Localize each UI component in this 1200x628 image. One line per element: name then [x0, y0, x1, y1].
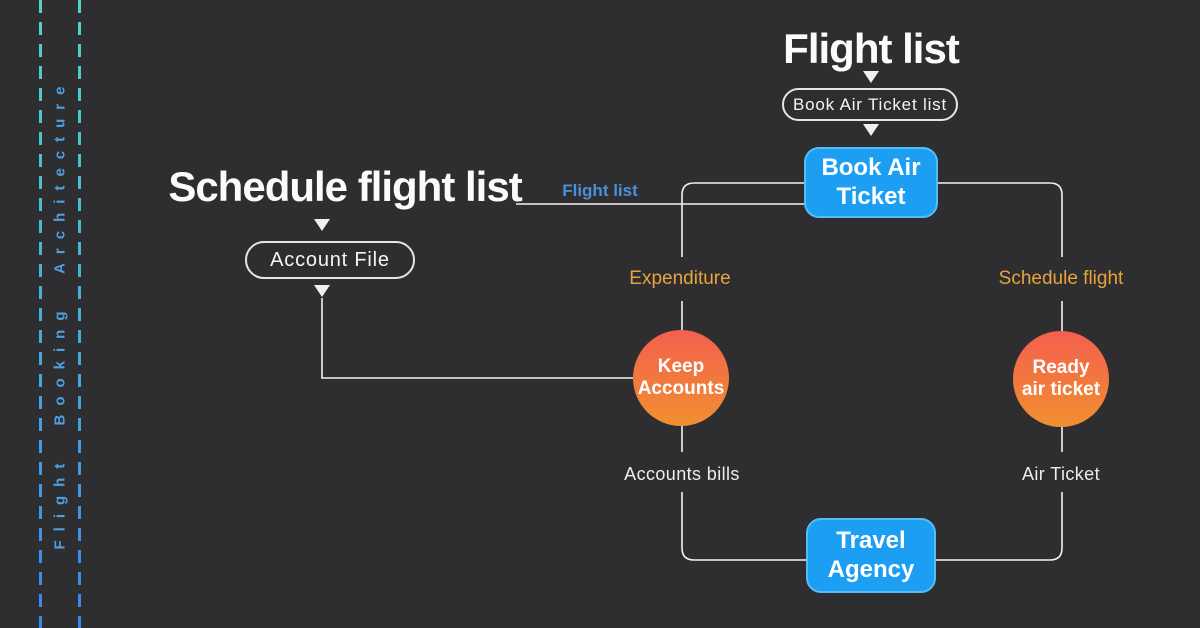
node-label-line: Accounts	[637, 378, 725, 399]
connector-travel-to-ready-ticket	[936, 427, 1063, 561]
node-label-line: air ticket	[1021, 379, 1101, 400]
arrow-down-icon	[863, 71, 879, 83]
connector-book-to-ready-ticket	[937, 182, 1063, 332]
node-label-line: Ready	[1032, 357, 1090, 379]
edge-label-flight-list: Flight list	[562, 181, 638, 200]
edge-label-schedule-flight: Schedule flight	[998, 268, 1124, 289]
node-label-line: Book Air	[821, 153, 921, 181]
ready-air-ticket-circle-node: Ready air ticket	[1013, 331, 1109, 427]
node-label-line: Agency	[827, 555, 915, 583]
node-label-line: Ticket	[836, 182, 906, 210]
flight-list-heading: Flight list	[783, 25, 960, 72]
schedule-flight-list-heading: Schedule flight list	[168, 163, 522, 210]
connector-book-to-keep-accounts	[681, 182, 805, 331]
keep-accounts-circle-node: Keep Accounts	[633, 330, 729, 426]
arrow-down-icon	[314, 219, 330, 231]
arrow-down-icon	[863, 124, 879, 136]
node-label-line: Keep	[657, 356, 705, 378]
travel-agency-node: Travel Agency	[806, 518, 936, 593]
edge-label-expenditure: Expenditure	[629, 268, 731, 289]
connector-keep-accounts-to-account-file	[321, 298, 633, 379]
node-label-line: Travel	[836, 526, 906, 554]
account-file-pill: Account File	[245, 241, 415, 279]
sidebar-vertical-title: Flight Booking Architecture	[51, 77, 69, 550]
arrow-down-icon	[314, 285, 330, 297]
book-air-ticket-list-pill: Book Air Ticket list	[782, 88, 958, 121]
edge-label-air-ticket: Air Ticket	[1021, 464, 1100, 484]
edge-label-accounts-bills: Accounts bills	[624, 464, 740, 484]
book-air-ticket-node: Book Air Ticket	[804, 147, 938, 218]
connector-keep-accounts-to-travel	[681, 425, 806, 561]
